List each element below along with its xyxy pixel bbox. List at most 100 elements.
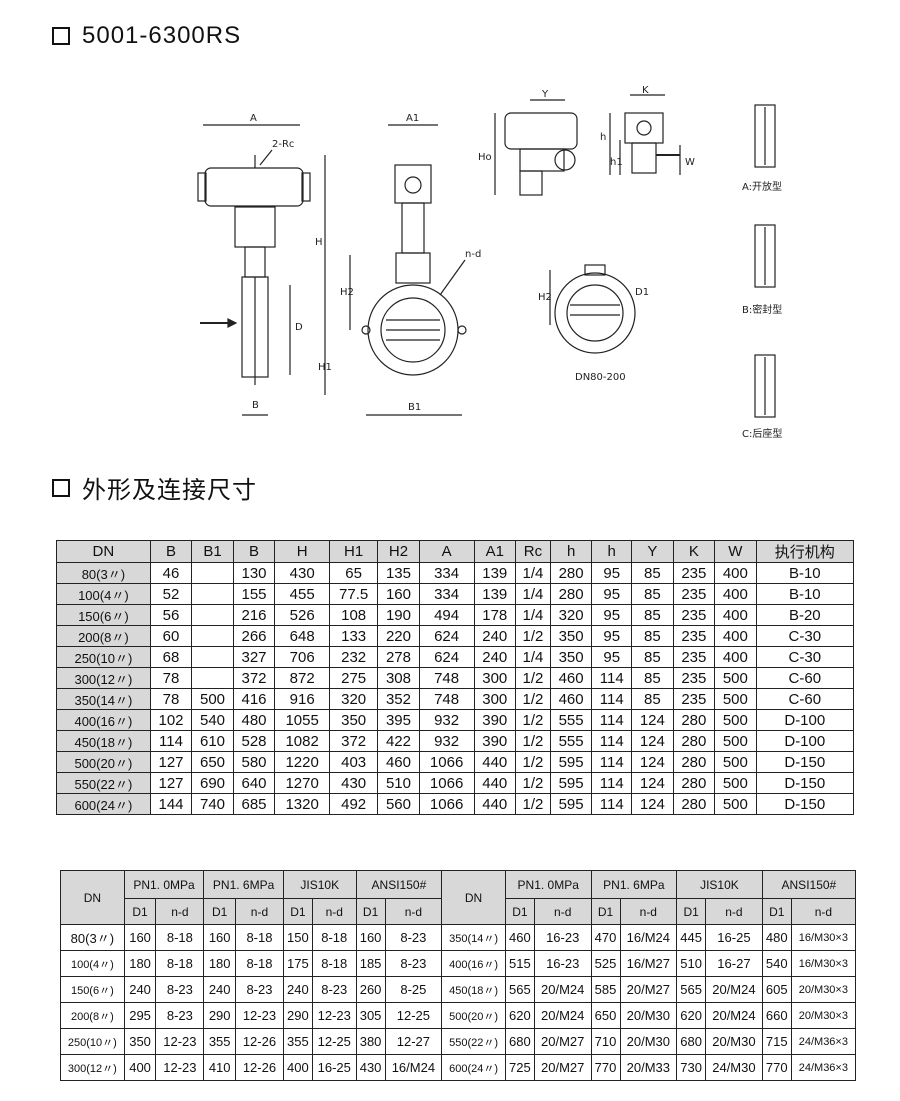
table-cell: 748 (418, 667, 475, 689)
table-cell: 78 (149, 667, 193, 689)
table-cell: 400 (714, 604, 757, 626)
dim-label-h2-small: H2 (538, 292, 552, 303)
table-cell (191, 625, 234, 647)
table-cell: 352 (377, 688, 420, 710)
table-cell: 416 (232, 688, 276, 710)
table-cell: 235 (672, 688, 716, 710)
table-cell: 706 (274, 646, 331, 668)
table-cell: 460 (377, 751, 420, 773)
dim-label-d1: D1 (635, 287, 649, 298)
table-cell: 240 (203, 976, 237, 1003)
table-cell: 130 (232, 562, 276, 584)
dim-label-a1: A1 (406, 113, 419, 124)
table-header-row: DN PN1. 0MPa PN1. 6MPa JIS10K ANSI150# D… (60, 870, 857, 925)
table-cell: 16/M30×3 (790, 924, 857, 951)
table-cell: 12-26 (235, 1054, 284, 1081)
table-cell: 440 (473, 751, 517, 773)
table-cell: 85 (631, 688, 674, 710)
model-title: 5001-6300RS (82, 22, 242, 49)
dim-label-ho: Ho (478, 152, 492, 163)
table-cell: D-150 (755, 772, 855, 794)
col-header: B (232, 540, 276, 563)
table-cell: 740 (191, 793, 234, 815)
table-cell: 114 (591, 730, 633, 752)
table-cell: 12-23 (311, 1002, 357, 1029)
valve-front-view: A1 H H2 H1 n-d B1 (315, 113, 481, 416)
table-cell (191, 667, 234, 689)
table-cell: 1/4 (515, 583, 551, 605)
table-cell: 500 (714, 772, 757, 794)
table-cell: 235 (672, 562, 716, 584)
table-cell: 1270 (274, 772, 331, 794)
table-cell: 235 (672, 646, 716, 668)
table-cell: 710 (590, 1028, 621, 1055)
table-cell: 555 (549, 709, 593, 731)
table-cell (191, 646, 234, 668)
table-cell: 114 (591, 751, 633, 773)
flange-connection-table: DN PN1. 0MPa PN1. 6MPa JIS10K ANSI150# D… (60, 870, 857, 1081)
table-cell: 12-23 (235, 1002, 284, 1029)
table-cell: 510 (377, 772, 420, 794)
dn80-caption: DN80-200 (575, 372, 626, 383)
sub-header: n-d (790, 898, 857, 925)
dim-label-k: K (642, 85, 649, 96)
table-cell: 16/M24 (384, 1054, 443, 1081)
table-cell: 114 (591, 793, 633, 815)
table-cell: 240 (282, 976, 313, 1003)
table-cell: 114 (149, 730, 193, 752)
dn-cell: 350(14〃) (441, 924, 506, 951)
table-cell: 160 (377, 583, 420, 605)
table-cell: 1/2 (515, 751, 551, 773)
table-cell: 916 (274, 688, 331, 710)
table-cell: 8-23 (235, 976, 284, 1003)
col-header: A (418, 540, 475, 563)
table-cell: 1055 (274, 709, 331, 731)
valve-technical-drawing: A 2-Rc D B A1 H H2 H1 n- (197, 85, 782, 440)
table-cell: 16-23 (533, 950, 592, 977)
table-cell: 124 (631, 751, 674, 773)
table-cell: 1/2 (515, 793, 551, 815)
table-cell: 1/2 (515, 688, 551, 710)
table-cell: 308 (377, 667, 420, 689)
table-cell: 85 (631, 583, 674, 605)
table-cell: 95 (591, 625, 633, 647)
table-cell: 770 (761, 1054, 792, 1081)
table-cell: 500 (714, 667, 757, 689)
dim-label-d: D (295, 322, 303, 333)
table-cell: 185 (355, 950, 386, 977)
table-cell: 540 (191, 709, 234, 731)
dn-cell: 150(6〃) (56, 604, 151, 626)
col-header: h (549, 540, 593, 563)
table-cell: 160 (355, 924, 386, 951)
col-header: Rc (515, 540, 551, 563)
dim-label-b: B (252, 400, 259, 411)
table-cell: C-30 (755, 646, 855, 668)
sub-header: D1 (355, 898, 386, 925)
table-cell: 455 (274, 583, 331, 605)
table-cell: 12-23 (155, 1054, 205, 1081)
table-cell: 528 (232, 730, 276, 752)
dn-cell: 80(3〃) (60, 924, 125, 951)
table-cell: 8-23 (311, 976, 357, 1003)
actuator-views: Y Ho K h h1 W (478, 85, 695, 196)
sub-header: n-d (705, 898, 763, 925)
table-cell: 400 (714, 562, 757, 584)
table-cell: 20/M30 (705, 1028, 763, 1055)
table-cell: 748 (418, 688, 475, 710)
table-cell: 372 (329, 730, 379, 752)
dn-header-left: DN (60, 870, 125, 925)
table-cell: 180 (123, 950, 157, 977)
section-heading-dimensions: 外形及连接尺寸 (52, 470, 257, 505)
sub-header: D1 (676, 898, 707, 925)
table-cell: 235 (672, 583, 716, 605)
group-header: ANSI150# (355, 870, 443, 899)
table-cell: 260 (355, 976, 386, 1003)
table-header-row: DN B B1 B H H1 H2 A A1 Rc h h Y K W 执行机构 (56, 540, 855, 563)
table-cell: 390 (473, 709, 517, 731)
dn-cell: 300(12〃) (56, 667, 151, 689)
table-cell: 660 (761, 1002, 792, 1029)
table-cell: 1066 (418, 793, 475, 815)
